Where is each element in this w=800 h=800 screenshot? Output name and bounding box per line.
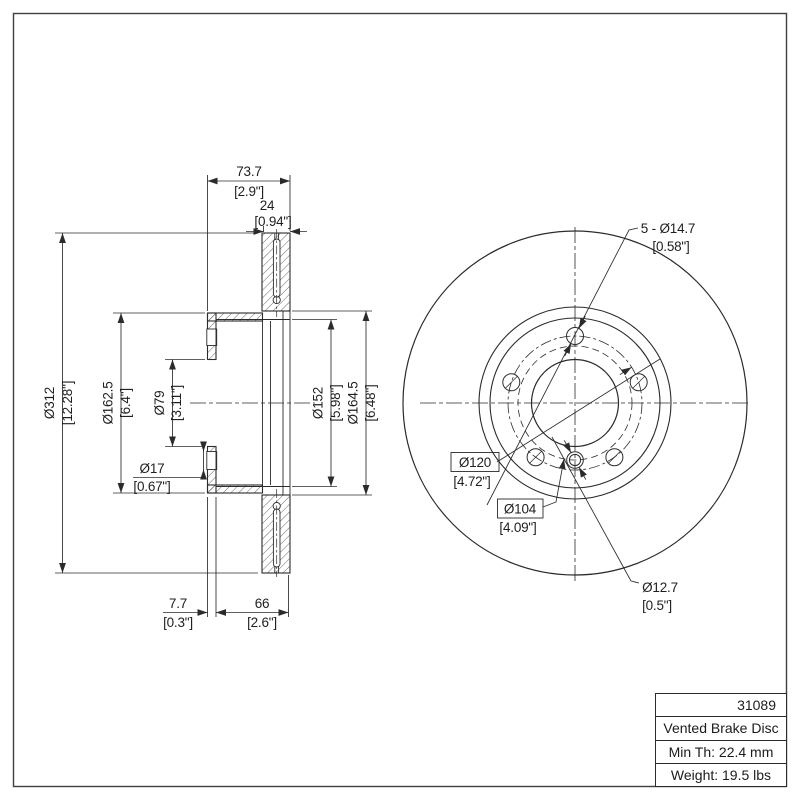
lug-hole: [605, 448, 624, 467]
dim-hat-wall-in: [0.3"]: [163, 615, 193, 630]
leader-screw-circle: [542, 458, 566, 508]
dim-screw-hole-in: [0.67"]: [133, 479, 170, 494]
dim-total-width-in: [2.9"]: [234, 184, 264, 199]
side-view: [190, 229, 315, 577]
lug-hole-section: [206, 328, 218, 346]
dim-total-width: [207, 175, 291, 311]
dim-set-screw-in: [0.5"]: [642, 598, 672, 613]
dim-inner-diameter-1-in: [5.98"]: [328, 384, 343, 421]
friction-ring-top: [261, 229, 291, 317]
lug-hole: [526, 448, 545, 467]
dim-bolt-holes-in: [0.58"]: [652, 239, 689, 254]
title-block-min-thickness: Min Th: 22.4 mm: [656, 741, 786, 764]
dim-inner-diameter-1: [292, 319, 337, 487]
dim-outer-diameter: [55, 232, 258, 574]
sheet-border: [12, 12, 788, 788]
leader-set-screw: [551, 436, 640, 584]
lug-hole: [629, 373, 648, 392]
dim-bolt-circle-in: [4.72"]: [453, 474, 490, 489]
set-screw-hole-section: [206, 451, 218, 470]
lug-hole: [502, 373, 521, 392]
dim-inner-diameter-2-mm: Ø164.5: [346, 381, 361, 424]
dim-hat-depth: [216, 575, 289, 617]
dim-hat-diameter-mm: Ø162.5: [101, 381, 116, 424]
bolt-circle-label-box: [450, 452, 500, 472]
dim-hat-diameter: [113, 312, 205, 494]
leader-bolt-holes: [486, 227, 639, 506]
dim-hat-depth-in: [2.6"]: [247, 615, 277, 630]
dim-bolt-circle-mm: Ø120: [459, 455, 491, 470]
screw-circle-label-box: [497, 498, 544, 519]
dim-screw-circle-in: [4.09"]: [499, 520, 536, 535]
dim-screw-circle-mm: Ø104: [504, 502, 537, 517]
dim-screw-hole: [133, 441, 207, 480]
dim-hat-depth-mm: 66: [255, 596, 270, 611]
dim-disc-thickness-mm: 24: [260, 198, 275, 213]
dim-inner-diameter-2-in: [6.48"]: [363, 384, 378, 421]
title-block-weight: Weight: 19.5 lbs: [670, 766, 772, 783]
dim-center-bore: [165, 359, 205, 447]
side-view-dim-labels: 73.7 [2.9"] 24 [0.94"] Ø312 [12.28"] Ø16…: [42, 164, 378, 630]
title-block-part-number: 31089: [656, 694, 786, 718]
dim-disc-thickness-in: [0.94"]: [254, 214, 291, 229]
side-view-dimensions: [55, 175, 372, 617]
title-block-product-name: Vented Brake Disc: [656, 717, 786, 741]
front-view-dim-labels: 5 - Ø14.7 [0.58"] Ø120 [4.72"] Ø104 [4.0…: [453, 221, 695, 613]
dim-outer-diameter-in: [12.28"]: [60, 381, 75, 425]
dim-inner-diameter-2: [292, 310, 372, 496]
title-block: 31089 Vented Brake Disc Min Th: 22.4 mm …: [655, 693, 787, 787]
dim-hat-wall: [163, 497, 217, 617]
dim-center-bore-mm: Ø79: [152, 391, 167, 416]
dim-hat-wall-mm: 7.7: [169, 596, 187, 611]
leader-bolt-circle: [496, 358, 661, 463]
lug-holes: [502, 327, 648, 467]
dim-hat-diameter-in: [6.4"]: [118, 388, 133, 418]
dim-bolt-holes-mm: 5 - Ø14.7: [641, 221, 695, 236]
dim-screw-hole-mm: Ø17: [140, 461, 165, 476]
dim-total-width-mm: 73.7: [236, 164, 261, 179]
dim-center-bore-in: [3.11"]: [169, 385, 184, 421]
dim-inner-diameter-1-mm: Ø152: [311, 387, 326, 419]
dim-outer-diameter-mm: Ø312: [42, 387, 57, 419]
dim-set-screw-mm: Ø12.7: [642, 580, 678, 595]
dim-disc-thickness: [246, 226, 307, 235]
front-view: [402, 227, 750, 584]
friction-ring-bottom: [261, 489, 291, 577]
